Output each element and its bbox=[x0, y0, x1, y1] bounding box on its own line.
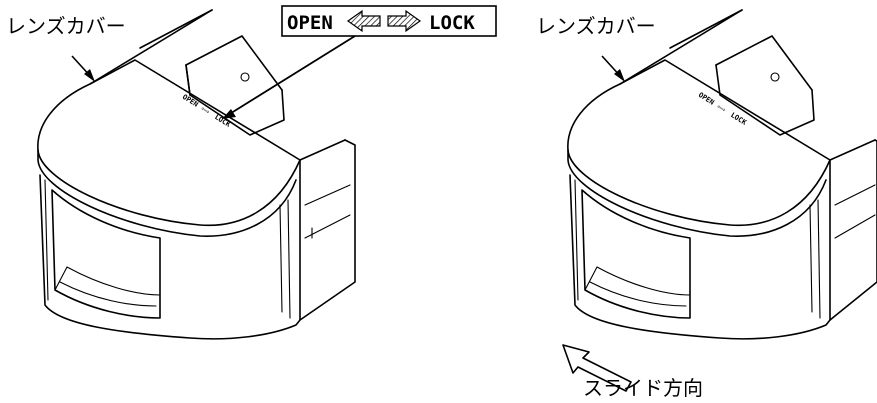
small-arrows-glyph-right: ⇦⇨ bbox=[716, 103, 728, 115]
slide-direction-label: スライド方向 bbox=[583, 376, 703, 400]
left-device-figure: OPEN ⇦⇨ LOCK レンズカバー OPEN LOCK bbox=[6, 5, 497, 340]
small-open-label-right: OPEN bbox=[697, 91, 716, 107]
slide-direction-arrow-icon bbox=[412, 338, 467, 375]
right-device-figure: OPEN ⇦⇨ LOCK レンズカバー bbox=[412, 9, 877, 375]
open-lock-callout: OPEN LOCK bbox=[222, 5, 497, 119]
hatched-left-arrow-icon bbox=[346, 9, 381, 33]
small-open-label: OPEN bbox=[181, 93, 200, 109]
slide-arrow-outline-icon bbox=[562, 344, 632, 392]
callout-lock-label: LOCK bbox=[429, 12, 475, 34]
small-arrows-glyph: ⇦⇨ bbox=[200, 105, 212, 117]
small-lock-label-right: LOCK bbox=[729, 111, 748, 127]
callout-open-label: OPEN bbox=[287, 12, 333, 34]
lens-cover-label-right: レンズカバー bbox=[536, 14, 656, 38]
lens-cover-label-left: レンズカバー bbox=[6, 14, 126, 38]
hatched-right-arrow-icon bbox=[387, 9, 422, 33]
